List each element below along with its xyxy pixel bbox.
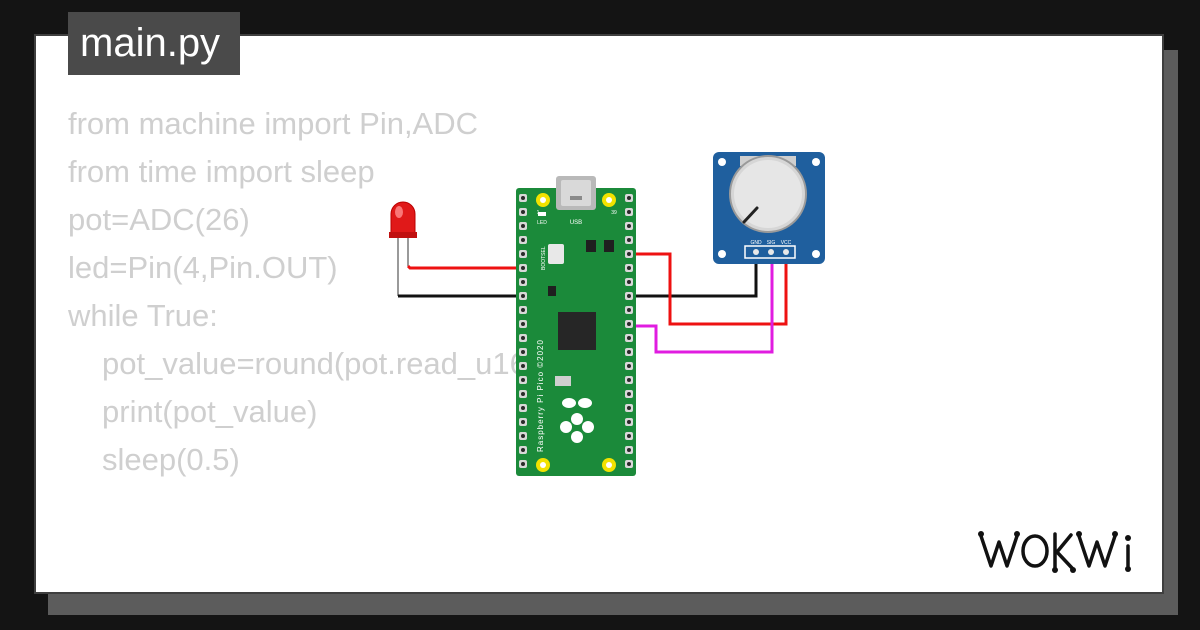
code-line: from time import sleep xyxy=(68,154,375,189)
pico-pin-hole xyxy=(521,336,525,340)
pico-pin-hole xyxy=(627,196,631,200)
pico-pin-hole xyxy=(627,308,631,312)
pico-pin-hole xyxy=(521,350,525,354)
pico-pin-hole xyxy=(521,252,525,256)
pico-pin-hole xyxy=(627,336,631,340)
code-line: pot=ADC(26) xyxy=(68,202,250,237)
pico-pin-hole xyxy=(627,224,631,228)
pico-pin-hole xyxy=(627,462,631,466)
pico-pin-hole xyxy=(521,462,525,466)
pico-pin-hole xyxy=(627,238,631,242)
pico-pin-hole xyxy=(627,322,631,326)
pico-pin-hole xyxy=(521,364,525,368)
pico-pin-hole xyxy=(627,364,631,368)
pico-pin-hole xyxy=(521,280,525,284)
wire-led-anode[interactable] xyxy=(406,264,520,270)
vcc-pin-label: VCC xyxy=(781,240,792,246)
pin-number-label: 1 xyxy=(537,210,540,216)
pico-pin-hole xyxy=(521,266,525,270)
pico-pin-hole xyxy=(627,294,631,298)
pin-number-label: 39 xyxy=(611,210,617,216)
pico-pin-hole xyxy=(627,252,631,256)
raspberry-logo xyxy=(560,398,594,443)
pico-pin-hole xyxy=(627,406,631,410)
pico-pin-hole xyxy=(521,434,525,438)
pico-pin-hole xyxy=(521,210,525,214)
pico-pin-hole xyxy=(521,406,525,410)
code-line: led=Pin(4,Pin.OUT) xyxy=(68,250,338,285)
pico-pin-hole xyxy=(627,350,631,354)
pico-pin-hole xyxy=(521,308,525,312)
pico-pin-hole xyxy=(521,448,525,452)
wire-sig-pot[interactable] xyxy=(628,254,774,354)
board-silk-text: Raspberry Pi Pico ©2020 xyxy=(536,339,545,452)
code-line: sleep(0.5) xyxy=(102,442,240,477)
pico-pin-hole xyxy=(627,210,631,214)
sig-pin-label: SIG xyxy=(767,240,776,246)
pico-pin-hole xyxy=(627,448,631,452)
pico-pin-hole xyxy=(521,238,525,242)
wokwi-logo xyxy=(978,531,1131,573)
wire-vcc-pot[interactable] xyxy=(628,252,788,326)
code-line: from machine import Pin,ADC xyxy=(68,106,479,141)
code-line: while True: xyxy=(68,298,218,333)
pico-pin-hole xyxy=(627,266,631,270)
pico-pin-hole xyxy=(627,280,631,284)
pico-pin-hole xyxy=(627,434,631,438)
file-tab[interactable]: main.py xyxy=(68,12,240,75)
pico-pin-hole xyxy=(627,378,631,382)
bootsel-label: BOOTSEL xyxy=(541,246,547,270)
pico-pin-hole xyxy=(521,420,525,424)
pico-pin-hole xyxy=(521,322,525,326)
pico-pin-hole xyxy=(521,224,525,228)
code-editor[interactable]: from machine import Pin,ADC from time im… xyxy=(68,100,708,484)
potentiometer-module[interactable]: GND SIG VCC xyxy=(713,152,825,264)
pico-pin-hole xyxy=(521,196,525,200)
usb-label: USB xyxy=(570,220,582,226)
raspberry-pi-pico-board[interactable]: USB LED 39 1 BOOTSEL Raspberry Pi Pico ©… xyxy=(516,176,636,476)
pico-pin-hole xyxy=(627,392,631,396)
led-label: LED xyxy=(537,220,547,226)
code-line: print(pot_value) xyxy=(102,394,318,429)
pico-pin-hole xyxy=(521,378,525,382)
gnd-pin-label: GND xyxy=(750,240,762,246)
pico-pin-hole xyxy=(521,294,525,298)
red-led[interactable] xyxy=(389,201,417,296)
pot-knob-indicator xyxy=(742,206,759,224)
pico-pin-hole xyxy=(627,420,631,424)
pico-pin-hole xyxy=(521,392,525,396)
